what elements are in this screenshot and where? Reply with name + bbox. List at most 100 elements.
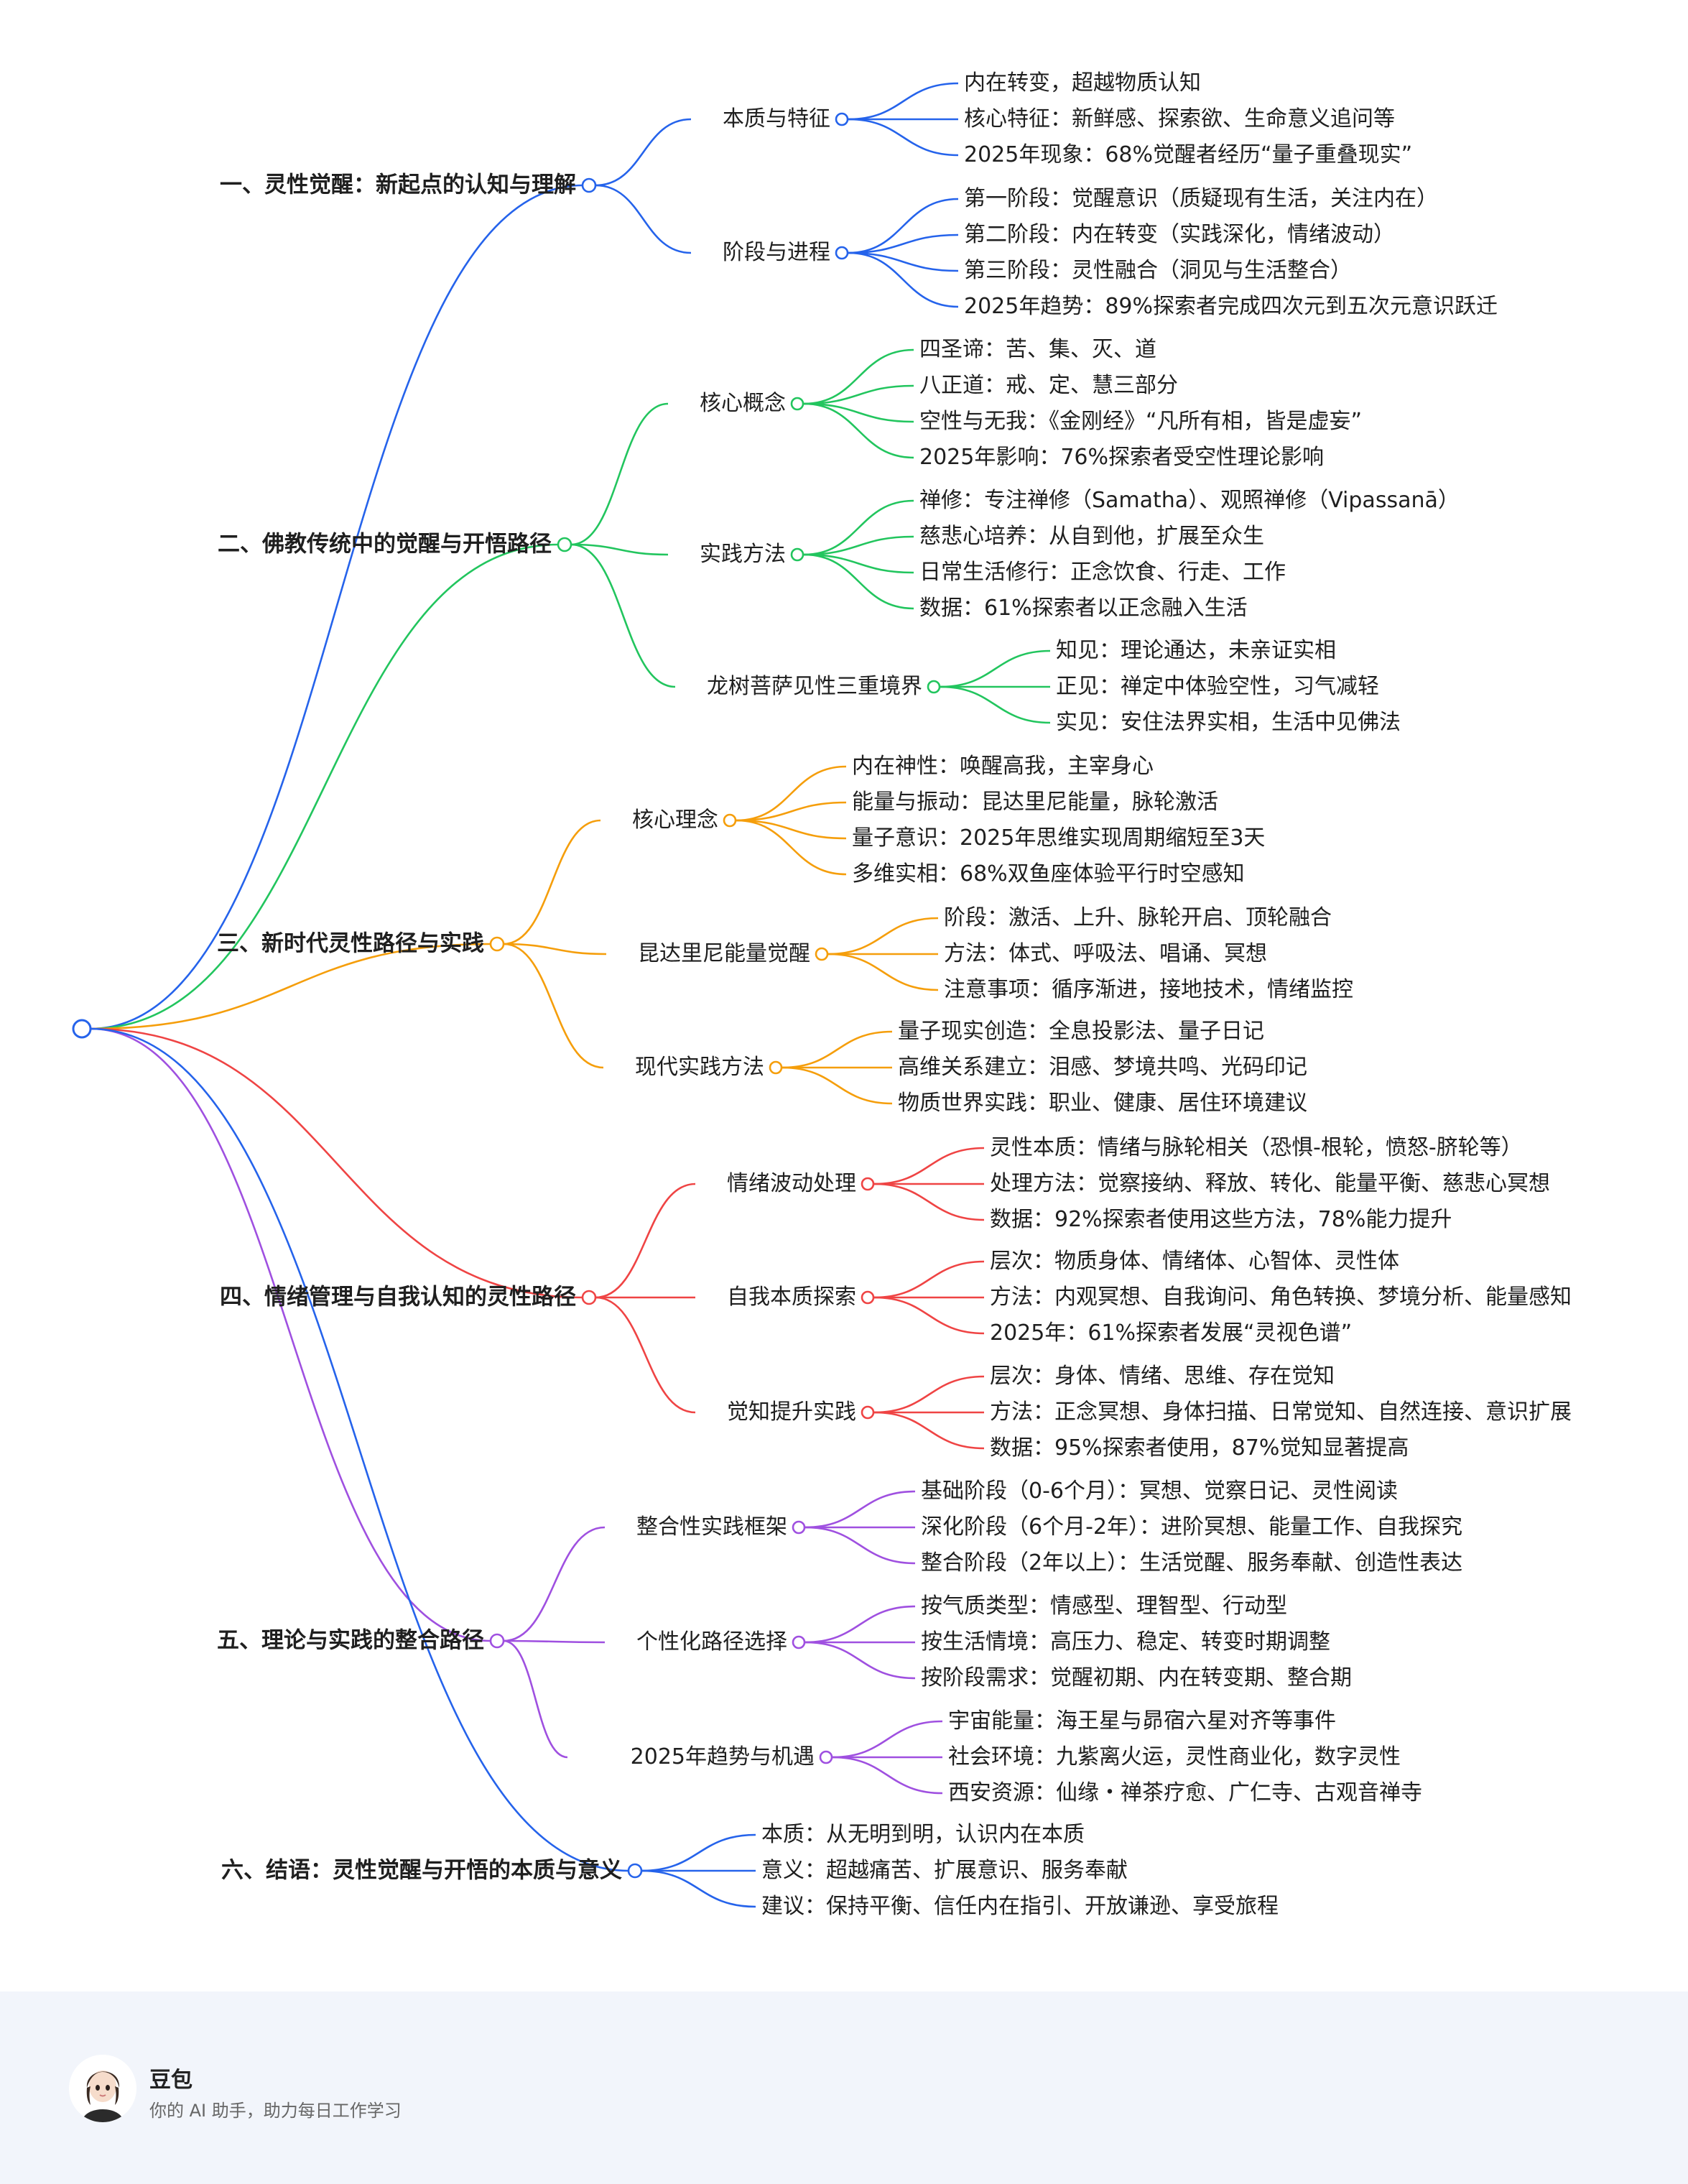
sub-2-1-leaf-0: 四圣谛：苦、集、灭、道 bbox=[919, 337, 1156, 362]
sub-2-1-edge-0 bbox=[803, 348, 914, 405]
sub-title-4-3: 觉知提升实践 bbox=[727, 1399, 856, 1425]
sub-1-2-leaf-3: 2025年趋势：89%探索者完成四次元到五次元意识跃迁 bbox=[964, 294, 1498, 319]
sub-3-3-leaf-1: 高维关系建立：泪感、梦境共鸣、光码印记 bbox=[898, 1055, 1307, 1080]
sub-title-3-2: 昆达里尼能量觉醒 bbox=[638, 941, 810, 966]
sub-3-1-edge-0 bbox=[736, 765, 847, 822]
sub-3-1-leaf-0: 内在神性：唤醒高我，主宰身心 bbox=[852, 754, 1154, 779]
branch-6-leaf-1: 意义：超越痛苦、扩展意识、服务奉献 bbox=[761, 1858, 1128, 1883]
branch-edge-5 bbox=[90, 1027, 629, 1872]
sub-3-1-edge-2 bbox=[736, 819, 847, 840]
sub-2-3-leaf-1: 正见：禅定中体验空性，习气减轻 bbox=[1056, 674, 1379, 699]
sub-node-1-2[interactable] bbox=[835, 246, 849, 260]
sub-node-5-2[interactable] bbox=[792, 1635, 806, 1649]
sub-5-3-edge-2 bbox=[832, 1756, 943, 1795]
sub-title-4-2: 自我本质探索 bbox=[727, 1285, 856, 1310]
sub-3-1-leaf-2: 量子意识：2025年思维实现周期缩短至3天 bbox=[852, 825, 1266, 851]
sub-5-2-leaf-1: 按生活情境：高压力、稳定、转变时期调整 bbox=[921, 1629, 1330, 1655]
sub-3-2-leaf-0: 阶段：激活、上升、脉轮开启、顶轮融合 bbox=[944, 905, 1332, 930]
branch-6-edge-2 bbox=[641, 1869, 756, 1908]
branch-edge-1 bbox=[90, 543, 559, 1030]
sub-3-1-edge-1 bbox=[736, 801, 847, 822]
sub-2-3-edge-2 bbox=[940, 685, 1051, 724]
branch-node-1[interactable] bbox=[581, 177, 597, 193]
sub-node-4-3[interactable] bbox=[861, 1405, 875, 1420]
sub-node-2-2[interactable] bbox=[790, 547, 804, 562]
sub-title-2-3: 龙树菩萨见性三重境界 bbox=[707, 674, 922, 699]
sub-5-1-leaf-2: 整合阶段（2年以上）：生活觉醒、服务奉献、创造性表达 bbox=[921, 1550, 1463, 1575]
sub-node-4-2[interactable] bbox=[861, 1290, 875, 1305]
sub-3-1-leaf-3: 多维实相：68%双鱼座体验平行时空感知 bbox=[852, 861, 1245, 887]
sub-node-3-1[interactable] bbox=[723, 813, 737, 828]
sub-1-1-leaf-1: 核心特征：新鲜感、探索欲、生命意义追问等 bbox=[964, 106, 1395, 131]
sub-edge-3-2 bbox=[595, 1296, 696, 1414]
sub-node-2-3[interactable] bbox=[927, 680, 941, 694]
branch-node-3[interactable] bbox=[489, 936, 505, 952]
sub-node-4-1[interactable] bbox=[861, 1177, 875, 1191]
sub-1-1-leaf-0: 内在转变，超越物质认知 bbox=[964, 70, 1201, 96]
sub-node-3-2[interactable] bbox=[815, 947, 829, 961]
sub-node-1-1[interactable] bbox=[835, 112, 849, 126]
sub-2-3-edge-0 bbox=[940, 649, 1051, 688]
sub-title-5-3: 2025年趋势与机遇 bbox=[630, 1744, 815, 1769]
sub-5-2-edge-2 bbox=[804, 1641, 916, 1680]
sub-4-1-leaf-0: 灵性本质：情绪与脉轮相关（恐惧-根轮，愤怒-脐轮等） bbox=[990, 1135, 1523, 1160]
sub-2-2-leaf-3: 数据：61%探索者以正念融入生活 bbox=[919, 596, 1248, 621]
sub-2-2-leaf-0: 禅修：专注禅修（Samatha）、观照禅修（Vipassanā） bbox=[919, 488, 1460, 513]
sub-4-3-leaf-0: 层次：身体、情绪、思维、存在觉知 bbox=[990, 1364, 1335, 1389]
sub-edge-2-1 bbox=[503, 943, 607, 956]
sub-1-2-edge-1 bbox=[848, 233, 959, 254]
sub-edge-4-0 bbox=[503, 1526, 606, 1642]
sub-2-2-leaf-2: 日常生活修行：正念饮食、行走、工作 bbox=[919, 560, 1286, 585]
sub-node-2-1[interactable] bbox=[790, 397, 804, 411]
mindmap-canvas bbox=[72, 82, 1051, 1908]
sub-4-3-edge-0 bbox=[873, 1375, 985, 1414]
branch-node-2[interactable] bbox=[557, 537, 572, 552]
sub-4-2-leaf-2: 2025年：61%探索者发展“灵视色谱” bbox=[990, 1320, 1353, 1346]
sub-4-1-leaf-2: 数据：92%探索者使用这些方法，78%能力提升 bbox=[990, 1207, 1452, 1232]
sub-edge-1-2 bbox=[570, 543, 676, 688]
sub-4-1-leaf-1: 处理方法：觉察接纳、释放、转化、能量平衡、慈悲心冥想 bbox=[990, 1171, 1550, 1196]
branch-title-4: 四、情绪管理与自我认知的灵性路径 bbox=[220, 1284, 576, 1310]
sub-edge-2-0 bbox=[503, 819, 601, 945]
sub-3-1-leaf-1: 能量与振动：昆达里尼能量，脉轮激活 bbox=[852, 790, 1218, 815]
sub-2-1-edge-3 bbox=[803, 402, 914, 459]
sub-4-2-leaf-1: 方法：内观冥想、自我询问、角色转换、梦境分析、能量感知 bbox=[990, 1285, 1572, 1310]
sub-2-1-edge-2 bbox=[803, 402, 914, 423]
sub-1-2-edge-3 bbox=[848, 251, 959, 308]
root-node[interactable] bbox=[72, 1019, 92, 1039]
brand-name: 豆包 bbox=[149, 2068, 193, 2093]
sub-2-3-leaf-0: 知见：理论通达，未亲证实相 bbox=[1056, 638, 1336, 663]
sub-edge-0-0 bbox=[595, 118, 692, 187]
sub-3-2-leaf-2: 注意事项：循序渐进，接地技术，情绪监控 bbox=[944, 977, 1353, 1002]
sub-edge-0-1 bbox=[595, 184, 692, 254]
sub-1-1-edge-2 bbox=[848, 118, 959, 157]
sub-edge-2-2 bbox=[503, 943, 604, 1069]
sub-5-3-leaf-2: 西安资源：仙缘・禅茶疗愈、广仁寺、古观音禅寺 bbox=[948, 1780, 1422, 1805]
branch-6-edge-0 bbox=[641, 1833, 756, 1872]
branch-6-leaf-0: 本质：从无明到明，认识内在本质 bbox=[761, 1822, 1085, 1847]
sub-title-1-2: 阶段与进程 bbox=[723, 240, 830, 265]
sub-5-3-edge-0 bbox=[832, 1720, 943, 1759]
sub-1-2-leaf-2: 第三阶段：灵性融合（洞见与生活整合） bbox=[964, 258, 1352, 283]
branch-title-3: 三、新时代灵性路径与实践 bbox=[217, 930, 484, 957]
sub-node-5-1[interactable] bbox=[792, 1520, 806, 1535]
sub-title-2-2: 实践方法 bbox=[700, 542, 786, 567]
sub-3-3-leaf-0: 量子现实创造：全息投影法、量子日记 bbox=[898, 1019, 1264, 1044]
branch-node-4[interactable] bbox=[581, 1290, 597, 1305]
branch-edge-4 bbox=[90, 1027, 491, 1642]
branch-title-1: 一、灵性觉醒：新起点的认知与理解 bbox=[220, 172, 576, 198]
sub-node-5-3[interactable] bbox=[819, 1750, 833, 1764]
sub-5-1-edge-2 bbox=[804, 1526, 916, 1565]
branch-node-5[interactable] bbox=[489, 1633, 505, 1649]
sub-4-3-leaf-2: 数据：95%探索者使用，87%觉知显著提高 bbox=[990, 1435, 1409, 1461]
footer-bar: 豆包 你的 AI 助手，助力每日工作学习 bbox=[0, 1991, 1688, 2184]
sub-node-3-3[interactable] bbox=[769, 1060, 783, 1075]
branch-node-6[interactable] bbox=[627, 1863, 643, 1879]
branch-title-6: 六、结语：灵性觉醒与开悟的本质与意义 bbox=[221, 1857, 622, 1884]
branch-title-5: 五、理论与实践的整合路径 bbox=[217, 1627, 484, 1654]
sub-2-3-leaf-2: 实见：安住法界实相，生活中见佛法 bbox=[1056, 710, 1401, 735]
sub-2-1-leaf-1: 八正道：戒、定、慧三部分 bbox=[919, 373, 1178, 398]
sub-2-2-edge-2 bbox=[803, 553, 914, 574]
sub-4-1-edge-2 bbox=[873, 1183, 985, 1221]
sub-edge-4-1 bbox=[503, 1639, 606, 1644]
